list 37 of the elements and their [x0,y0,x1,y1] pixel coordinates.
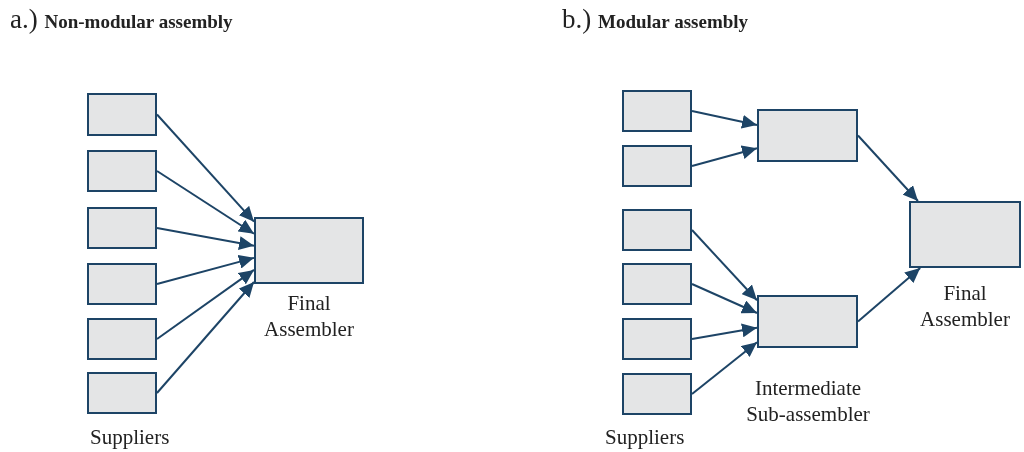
node-caption: Intermediate Sub-assembler [745,375,871,427]
arrow [156,227,255,250]
node-caption: Final Assembler [919,280,1011,332]
arrow [691,145,758,167]
panel-heading: a.) Non-modular assembly [10,4,233,35]
arrow [156,113,255,223]
supplier-box [87,93,157,136]
supplier-box [87,207,157,249]
sub-assembler-box [757,109,858,162]
supplier-box [87,372,157,414]
arrow [156,170,255,235]
supplier-box [622,90,692,132]
supplier-box [87,318,157,360]
supplier-box [622,263,692,305]
group-label: Suppliers [605,425,685,450]
arrow [857,267,922,323]
assembler-box [254,217,364,284]
arrow [691,341,758,395]
arrow [691,323,758,340]
group-label: Suppliers [90,425,170,450]
supplier-box [622,209,692,251]
panel-heading: b.) Modular assembly [562,4,749,35]
supplier-box [622,145,692,187]
arrow [156,255,255,285]
arrow [691,283,758,314]
arrow [691,110,758,129]
node-caption: Final Assembler [263,290,355,342]
sub-assembler-box [757,295,858,348]
supplier-box [87,150,157,192]
supplier-box [87,263,157,305]
assembler-box [909,201,1021,268]
supplier-box [622,318,692,360]
arrow [156,268,255,340]
arrow [857,134,919,202]
arrow [691,229,758,302]
arrow [156,281,255,394]
supplier-box [622,373,692,415]
